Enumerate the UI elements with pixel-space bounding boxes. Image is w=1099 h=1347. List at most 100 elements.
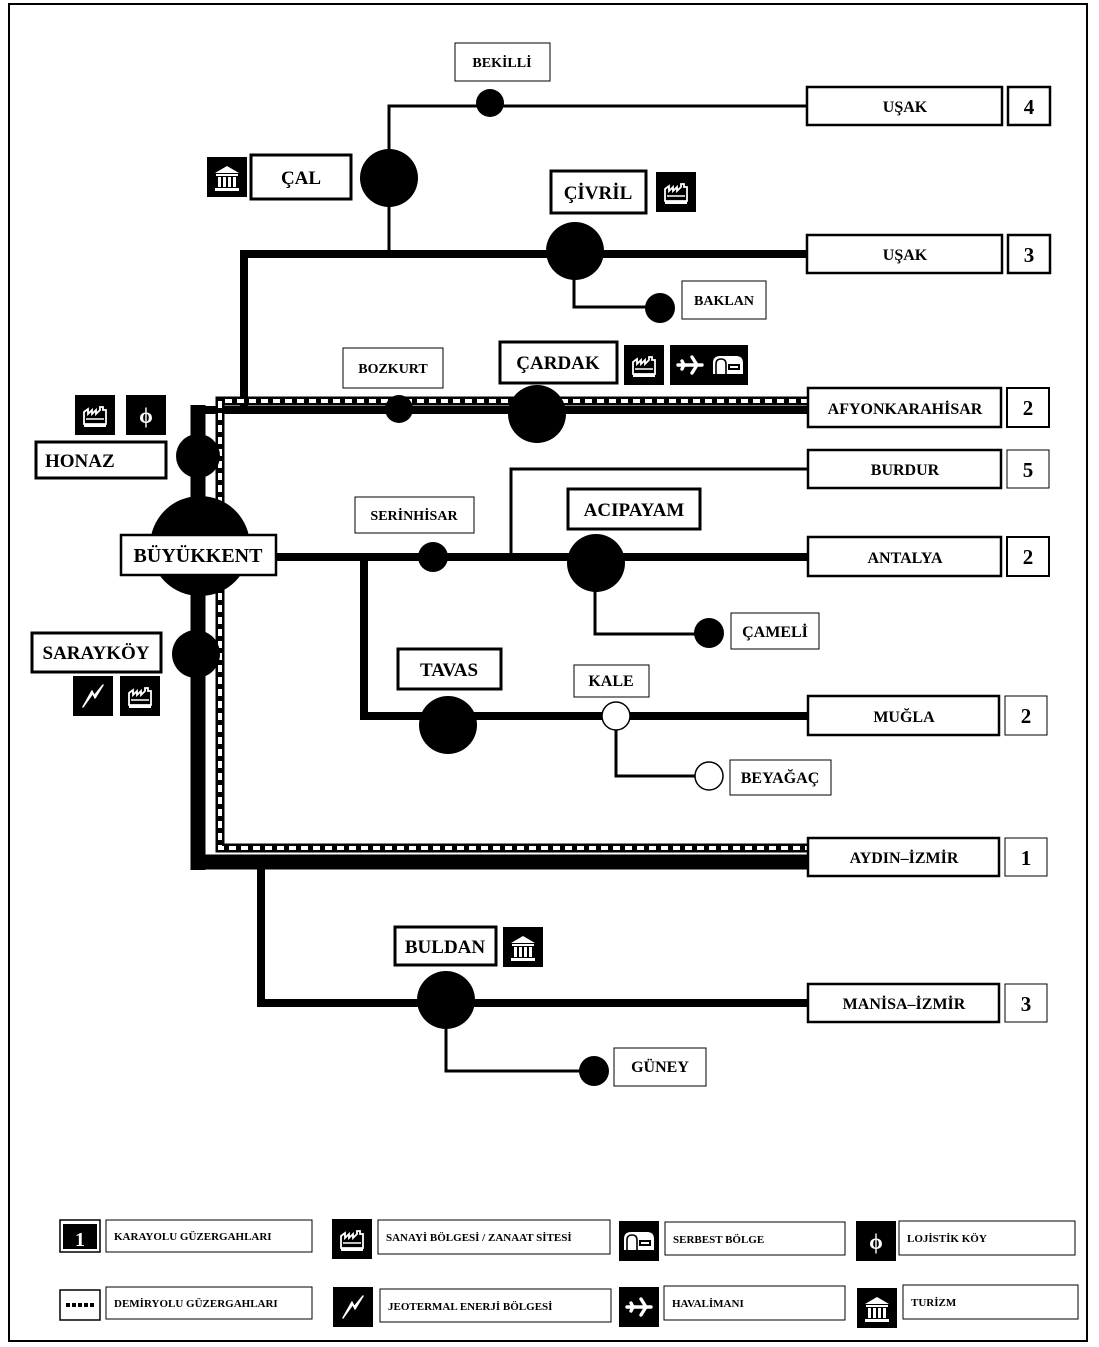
svg-text:KARAYOLU GÜZERGAHLARI: KARAYOLU GÜZERGAHLARI — [114, 1230, 272, 1243]
svg-text:2: 2 — [1021, 704, 1032, 728]
logistics-icon — [856, 1221, 896, 1261]
legend-free-zone: SERBEST BÖLGE — [618, 1220, 846, 1262]
svg-text:1: 1 — [75, 1229, 85, 1251]
label-guney: GÜNEY — [613, 1047, 707, 1087]
free-zone-icon — [618, 1220, 660, 1262]
label-cal: ÇAL — [249, 153, 353, 201]
node-saraykoy — [172, 630, 220, 678]
svg-text:SARAYKÖY: SARAYKÖY — [43, 643, 150, 664]
svg-text:3: 3 — [1021, 992, 1032, 1016]
svg-text:UŞAK: UŞAK — [883, 99, 928, 116]
town-labels: BÜYÜKKENT ÇAL ÇİVRİL ÇARDAK HONAZ ACIPAY… — [30, 153, 702, 967]
node-acipayam — [567, 534, 625, 592]
svg-text:TAVAS: TAVAS — [420, 660, 478, 681]
svg-text:4: 4 — [1024, 95, 1035, 119]
svg-text:ÇİVRİL: ÇİVRİL — [564, 183, 633, 204]
svg-text:2: 2 — [1023, 396, 1034, 420]
legend-geothermal: JEOTERMAL ENERJİ BÖLGESİ — [332, 1286, 612, 1328]
label-cardak: ÇARDAK — [498, 340, 619, 385]
svg-text:AYDIN–İZMİR: AYDIN–İZMİR — [850, 848, 959, 867]
legend-tourism: TURİZM — [857, 1284, 1079, 1328]
factory-icon — [623, 344, 665, 386]
destination-mugla: MUĞLA 2 — [806, 694, 1048, 737]
node-buldan — [417, 971, 475, 1029]
label-kale: KALE — [573, 664, 650, 698]
destinations: UŞAK 4 UŞAK 3 AFYONKARAHİSAR 2 BURDUR 5 … — [805, 85, 1052, 1024]
svg-text:LOJİSTİK KÖY: LOJİSTİK KÖY — [907, 1232, 987, 1245]
airport-icon — [617, 1285, 661, 1329]
label-baklan: BAKLAN — [681, 280, 767, 320]
tourism-icon — [503, 927, 543, 967]
svg-text:SERİNHİSAR: SERİNHİSAR — [370, 507, 458, 524]
label-bekilli: BEKİLLİ — [454, 42, 551, 82]
node-kale — [601, 701, 631, 731]
svg-text:5: 5 — [1023, 458, 1034, 482]
svg-text:3: 3 — [1024, 243, 1035, 267]
node-tavas — [419, 696, 477, 754]
legend-road: 1 KARAYOLU GÜZERGAHLARI — [59, 1219, 313, 1253]
destination-afyonkarahisar: AFYONKARAHİSAR 2 — [806, 386, 1050, 429]
svg-text:UŞAK: UŞAK — [883, 247, 928, 264]
label-honaz: HONAZ — [34, 440, 168, 480]
svg-text:ÇAL: ÇAL — [281, 168, 321, 189]
node-bekilli — [476, 89, 504, 117]
logistics-icon — [126, 395, 166, 435]
svg-text:SERBEST BÖLGE: SERBEST BÖLGE — [673, 1233, 764, 1246]
label-bozkurt: BOZKURT — [342, 347, 444, 389]
svg-text:KALE: KALE — [588, 673, 633, 690]
svg-text:ACIPAYAM: ACIPAYAM — [584, 500, 685, 521]
free-zone-icon — [707, 344, 749, 386]
label-cameli: ÇAMELİ — [730, 612, 820, 650]
svg-text:BEKİLLİ: BEKİLLİ — [472, 54, 531, 71]
svg-text:BÜYÜKKENT: BÜYÜKKENT — [134, 544, 264, 567]
svg-text:2: 2 — [1023, 545, 1034, 569]
road-tavas — [360, 557, 808, 720]
road-network — [190, 104, 810, 1073]
svg-text:BAKLAN: BAKLAN — [694, 294, 754, 309]
label-serinhisar: SERİNHİSAR — [354, 496, 475, 534]
label-tavas: TAVAS — [396, 647, 503, 691]
node-honaz — [176, 434, 220, 478]
factory-icon — [119, 675, 161, 717]
airport-icon — [668, 343, 712, 387]
road-burdur — [509, 467, 808, 557]
svg-text:MUĞLA: MUĞLA — [873, 707, 935, 726]
road-manisa-izmir — [257, 862, 808, 1007]
svg-text:ÇARDAK: ÇARDAK — [516, 353, 600, 374]
svg-text:HAVALİMANI: HAVALİMANI — [672, 1298, 744, 1310]
legend: 1 KARAYOLU GÜZERGAHLARI SANAYİ BÖLGESİ /… — [59, 1218, 1079, 1329]
node-cal — [360, 149, 418, 207]
factory-icon — [655, 171, 697, 213]
legend-railway: DEMİRYOLU GÜZERGAHLARI — [59, 1286, 313, 1321]
node-beyagac — [694, 761, 724, 791]
svg-text:TURİZM: TURİZM — [911, 1297, 957, 1309]
destination-manisa-izmir: MANİSA–İZMİR 3 — [806, 982, 1048, 1024]
svg-text:AFYONKARAHİSAR: AFYONKARAHİSAR — [828, 399, 983, 418]
destination-burdur: BURDUR 5 — [806, 448, 1050, 490]
destination-aydin-izmir: AYDIN–İZMİR 1 — [806, 836, 1048, 878]
svg-text:ÇAMELİ: ÇAMELİ — [742, 622, 808, 641]
legend-logistics: LOJİSTİK KÖY — [856, 1220, 1076, 1261]
svg-text:MANİSA–İZMİR: MANİSA–İZMİR — [843, 994, 966, 1013]
tourism-icon — [857, 1288, 897, 1328]
label-saraykoy: SARAYKÖY — [30, 631, 163, 674]
svg-text:GÜNEY: GÜNEY — [631, 1058, 689, 1076]
svg-text:1: 1 — [1021, 846, 1032, 870]
label-acipayam: ACIPAYAM — [566, 487, 702, 531]
node-bozkurt — [385, 395, 413, 423]
factory-icon — [331, 1218, 373, 1260]
svg-text:DEMİRYOLU GÜZERGAHLARI: DEMİRYOLU GÜZERGAHLARI — [114, 1297, 278, 1310]
road-beyagac — [614, 716, 708, 778]
tourism-icon — [207, 157, 247, 197]
factory-icon — [74, 394, 116, 436]
svg-text:ANTALYA: ANTALYA — [868, 550, 943, 567]
node-cardak — [508, 385, 566, 443]
village-labels: BEKİLLİ BAKLAN BOZKURT SERİNHİSAR ÇAMELİ… — [342, 42, 832, 1087]
node-guney — [579, 1056, 609, 1086]
label-beyagac: BEYAĞAÇ — [729, 759, 832, 796]
node-cameli — [694, 618, 724, 648]
svg-text:BURDUR: BURDUR — [871, 462, 940, 479]
svg-text:HONAZ: HONAZ — [45, 451, 115, 472]
svg-text:BOZKURT: BOZKURT — [358, 362, 428, 377]
